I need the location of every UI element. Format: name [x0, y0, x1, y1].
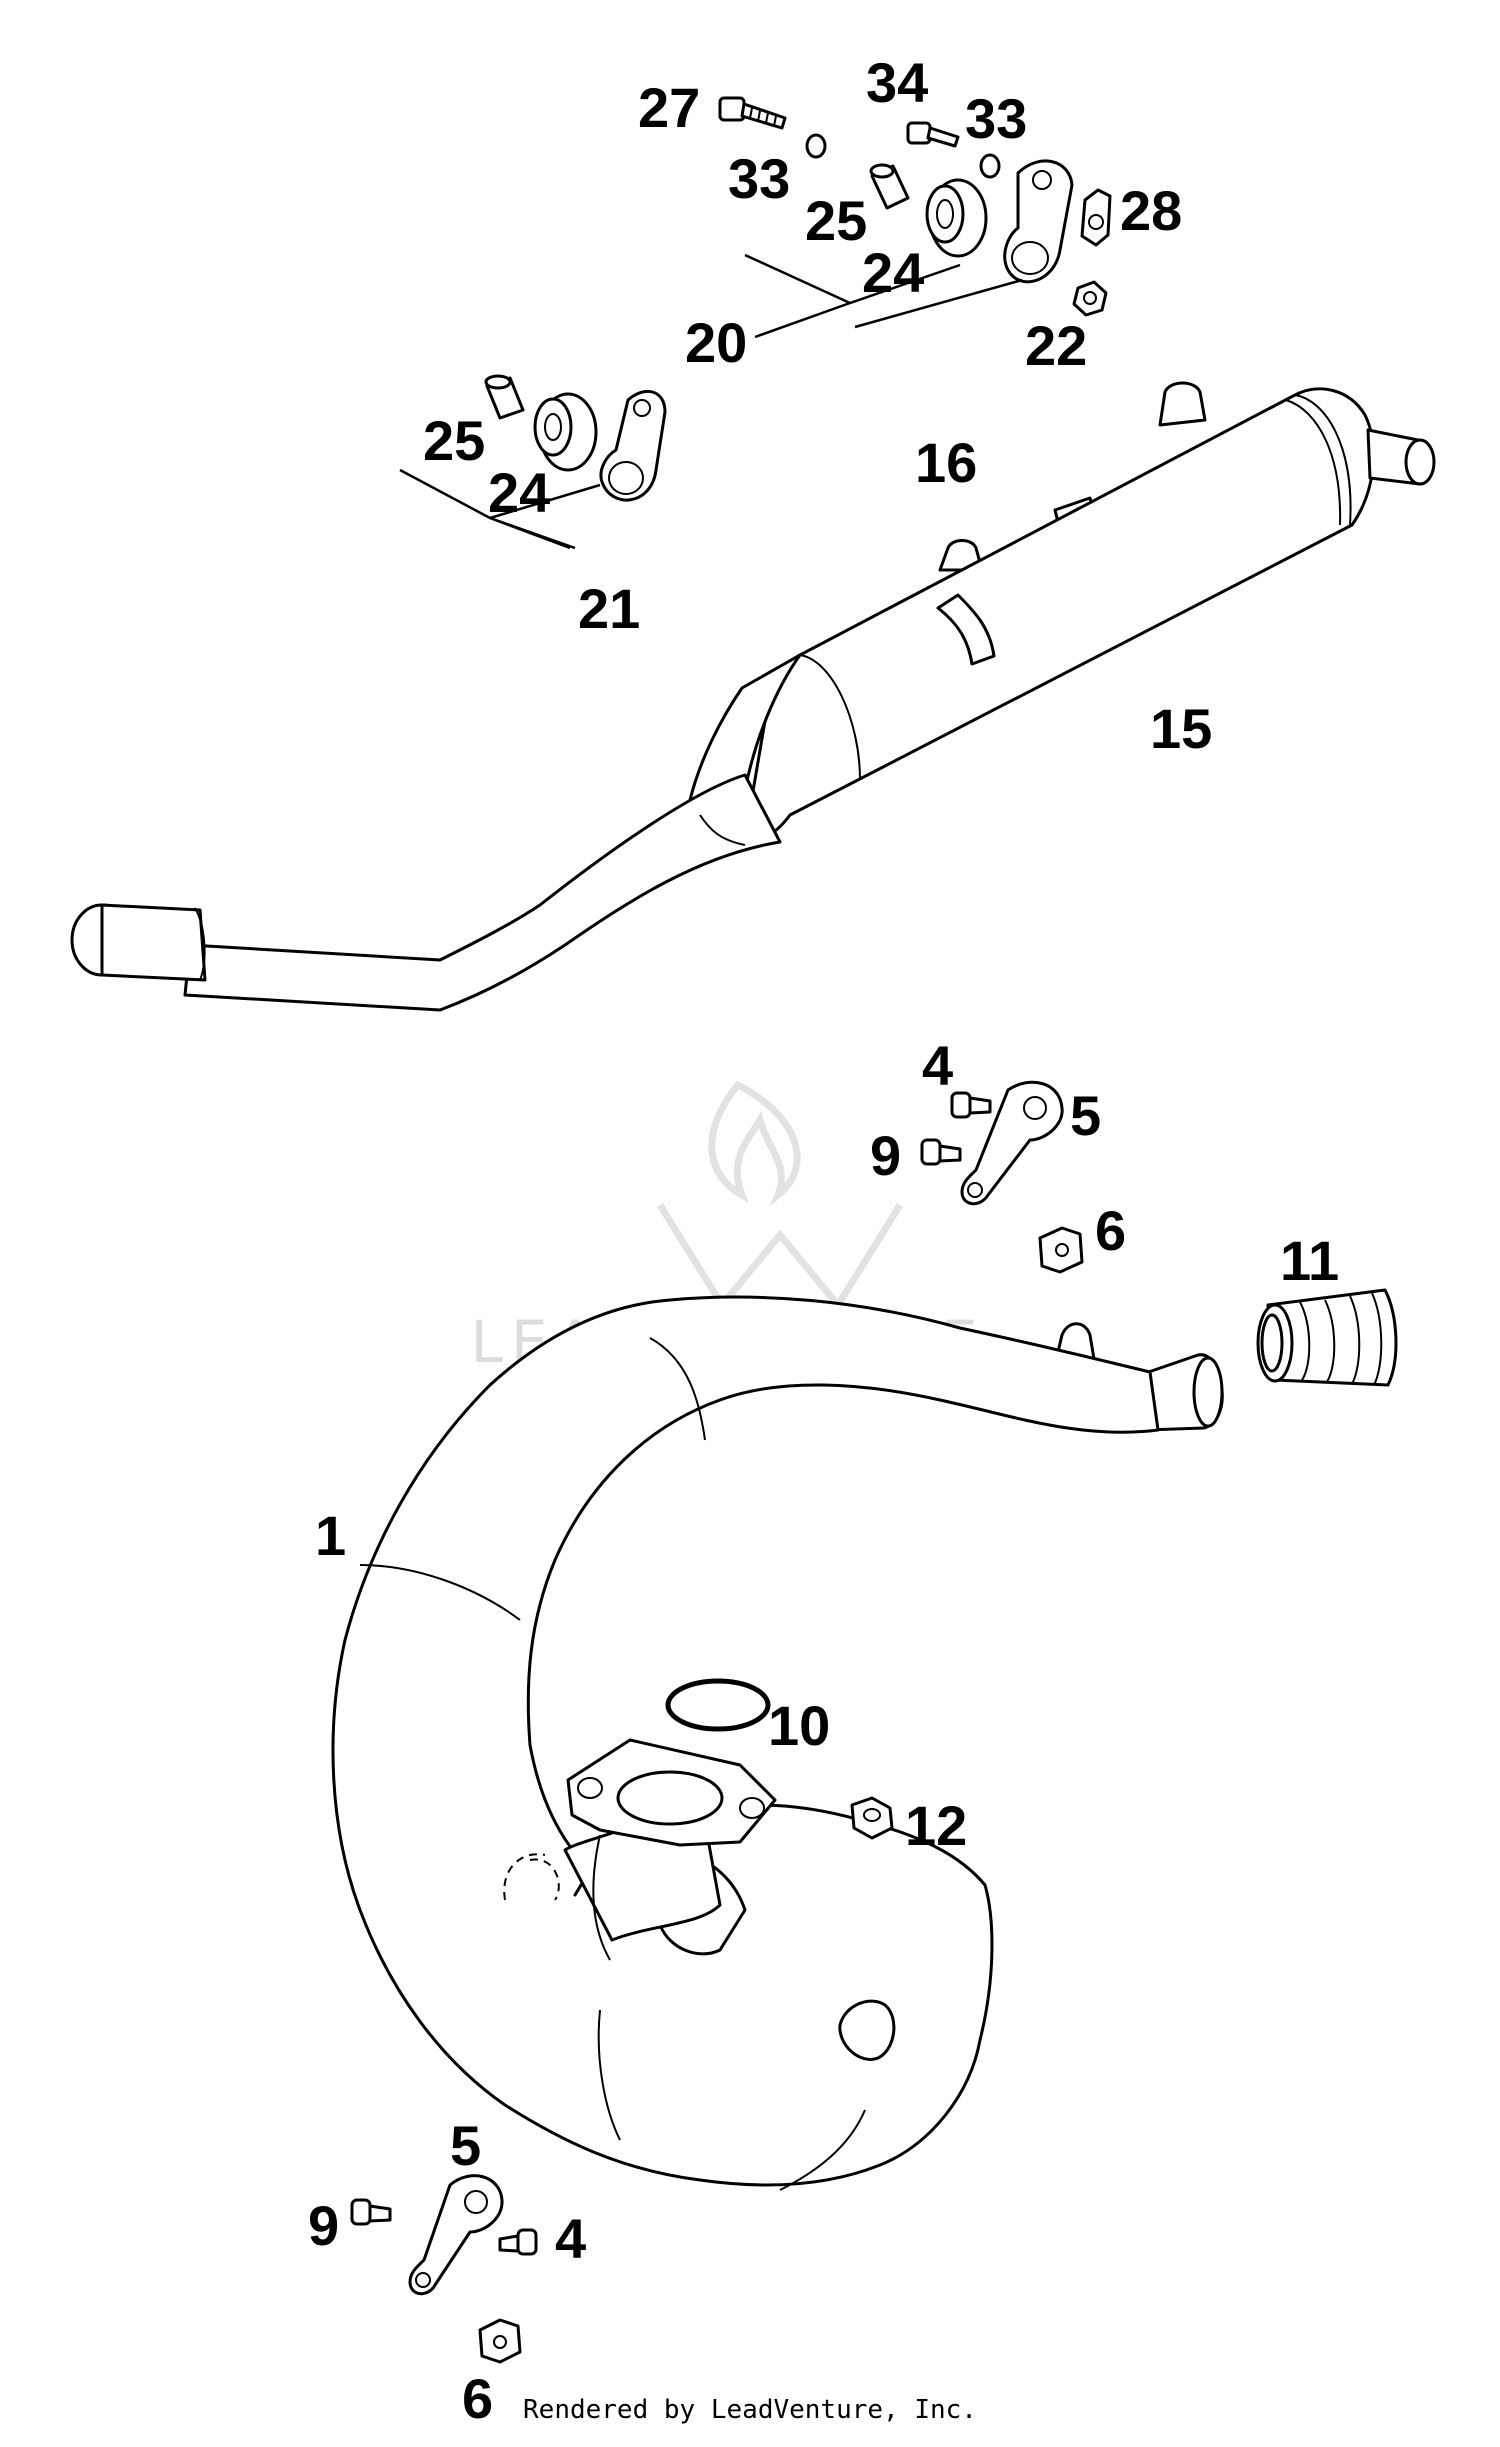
callout-33-left: 33 [728, 147, 790, 210]
expansion-chamber-1 [331, 1295, 1224, 2191]
callout-27: 27 [638, 76, 700, 139]
bolt-34 [906, 121, 960, 148]
leader-lines [399, 253, 1023, 550]
rubber-grommet-24-upper [925, 178, 988, 258]
screw-4-upper [950, 1091, 992, 1119]
callout-4-lower: 4 [555, 2207, 586, 2270]
clip-nut-6-lower [478, 2318, 522, 2364]
callout-33-right: 33 [965, 87, 1027, 150]
callout-25-lower: 25 [423, 409, 485, 472]
callout-labels: 27 34 33 33 25 24 20 28 22 25 24 21 16 1… [308, 51, 1339, 2430]
mounting-bracket-21 [599, 390, 667, 502]
silencer-15 [70, 381, 1436, 1012]
callout-5-upper: 5 [1070, 1084, 1101, 1147]
callout-28: 28 [1120, 179, 1182, 242]
mounting-bracket-20 [1003, 159, 1074, 284]
bracket-5-lower [408, 2174, 504, 2296]
screw-4-lower [498, 2228, 538, 2256]
render-credit: Rendered by LeadVenture, Inc. [523, 2395, 977, 2425]
washer-33-right [979, 153, 1001, 179]
callout-6-lower: 6 [462, 2367, 493, 2430]
callout-25-upper: 25 [805, 189, 867, 252]
callout-6-upper: 6 [1095, 1199, 1126, 1262]
callout-21: 21 [578, 577, 640, 640]
watermark-logo [657, 1080, 903, 1311]
bracket-5-upper [960, 1080, 1064, 1206]
washer-33-left [805, 133, 827, 159]
bushing-25-upper [869, 163, 910, 210]
callout-24-lower: 24 [488, 461, 550, 524]
callout-4-upper: 4 [922, 1034, 953, 1097]
callout-16: 16 [915, 431, 977, 494]
callout-24-upper: 24 [862, 241, 924, 304]
callout-34: 34 [866, 51, 928, 114]
screw-9-upper [920, 1138, 962, 1166]
callout-9-lower: 9 [308, 2194, 339, 2257]
screw-9-lower [350, 2198, 392, 2226]
callout-11: 11 [1280, 1229, 1339, 1292]
callout-10: 10 [768, 1694, 830, 1757]
gasket-ring-10 [665, 1678, 771, 1732]
flange-nut-12 [850, 1796, 894, 1840]
callout-5-lower: 5 [450, 2114, 481, 2177]
clip-nut-6-upper [1038, 1226, 1084, 1274]
clip-nut-28 [1080, 188, 1112, 247]
bushing-25-lower [484, 374, 525, 420]
nut-22 [1072, 280, 1108, 317]
callout-15: 15 [1150, 697, 1212, 760]
rubber-grommet-24-lower [533, 392, 598, 472]
bolt-27 [718, 96, 787, 130]
callout-20: 20 [685, 311, 747, 374]
callout-1: 1 [315, 1504, 346, 1567]
callout-12: 12 [905, 1794, 967, 1857]
rubber-sleeve-11 [1256, 1288, 1398, 1387]
callout-22: 22 [1025, 314, 1087, 377]
callout-9-upper: 9 [870, 1124, 901, 1187]
